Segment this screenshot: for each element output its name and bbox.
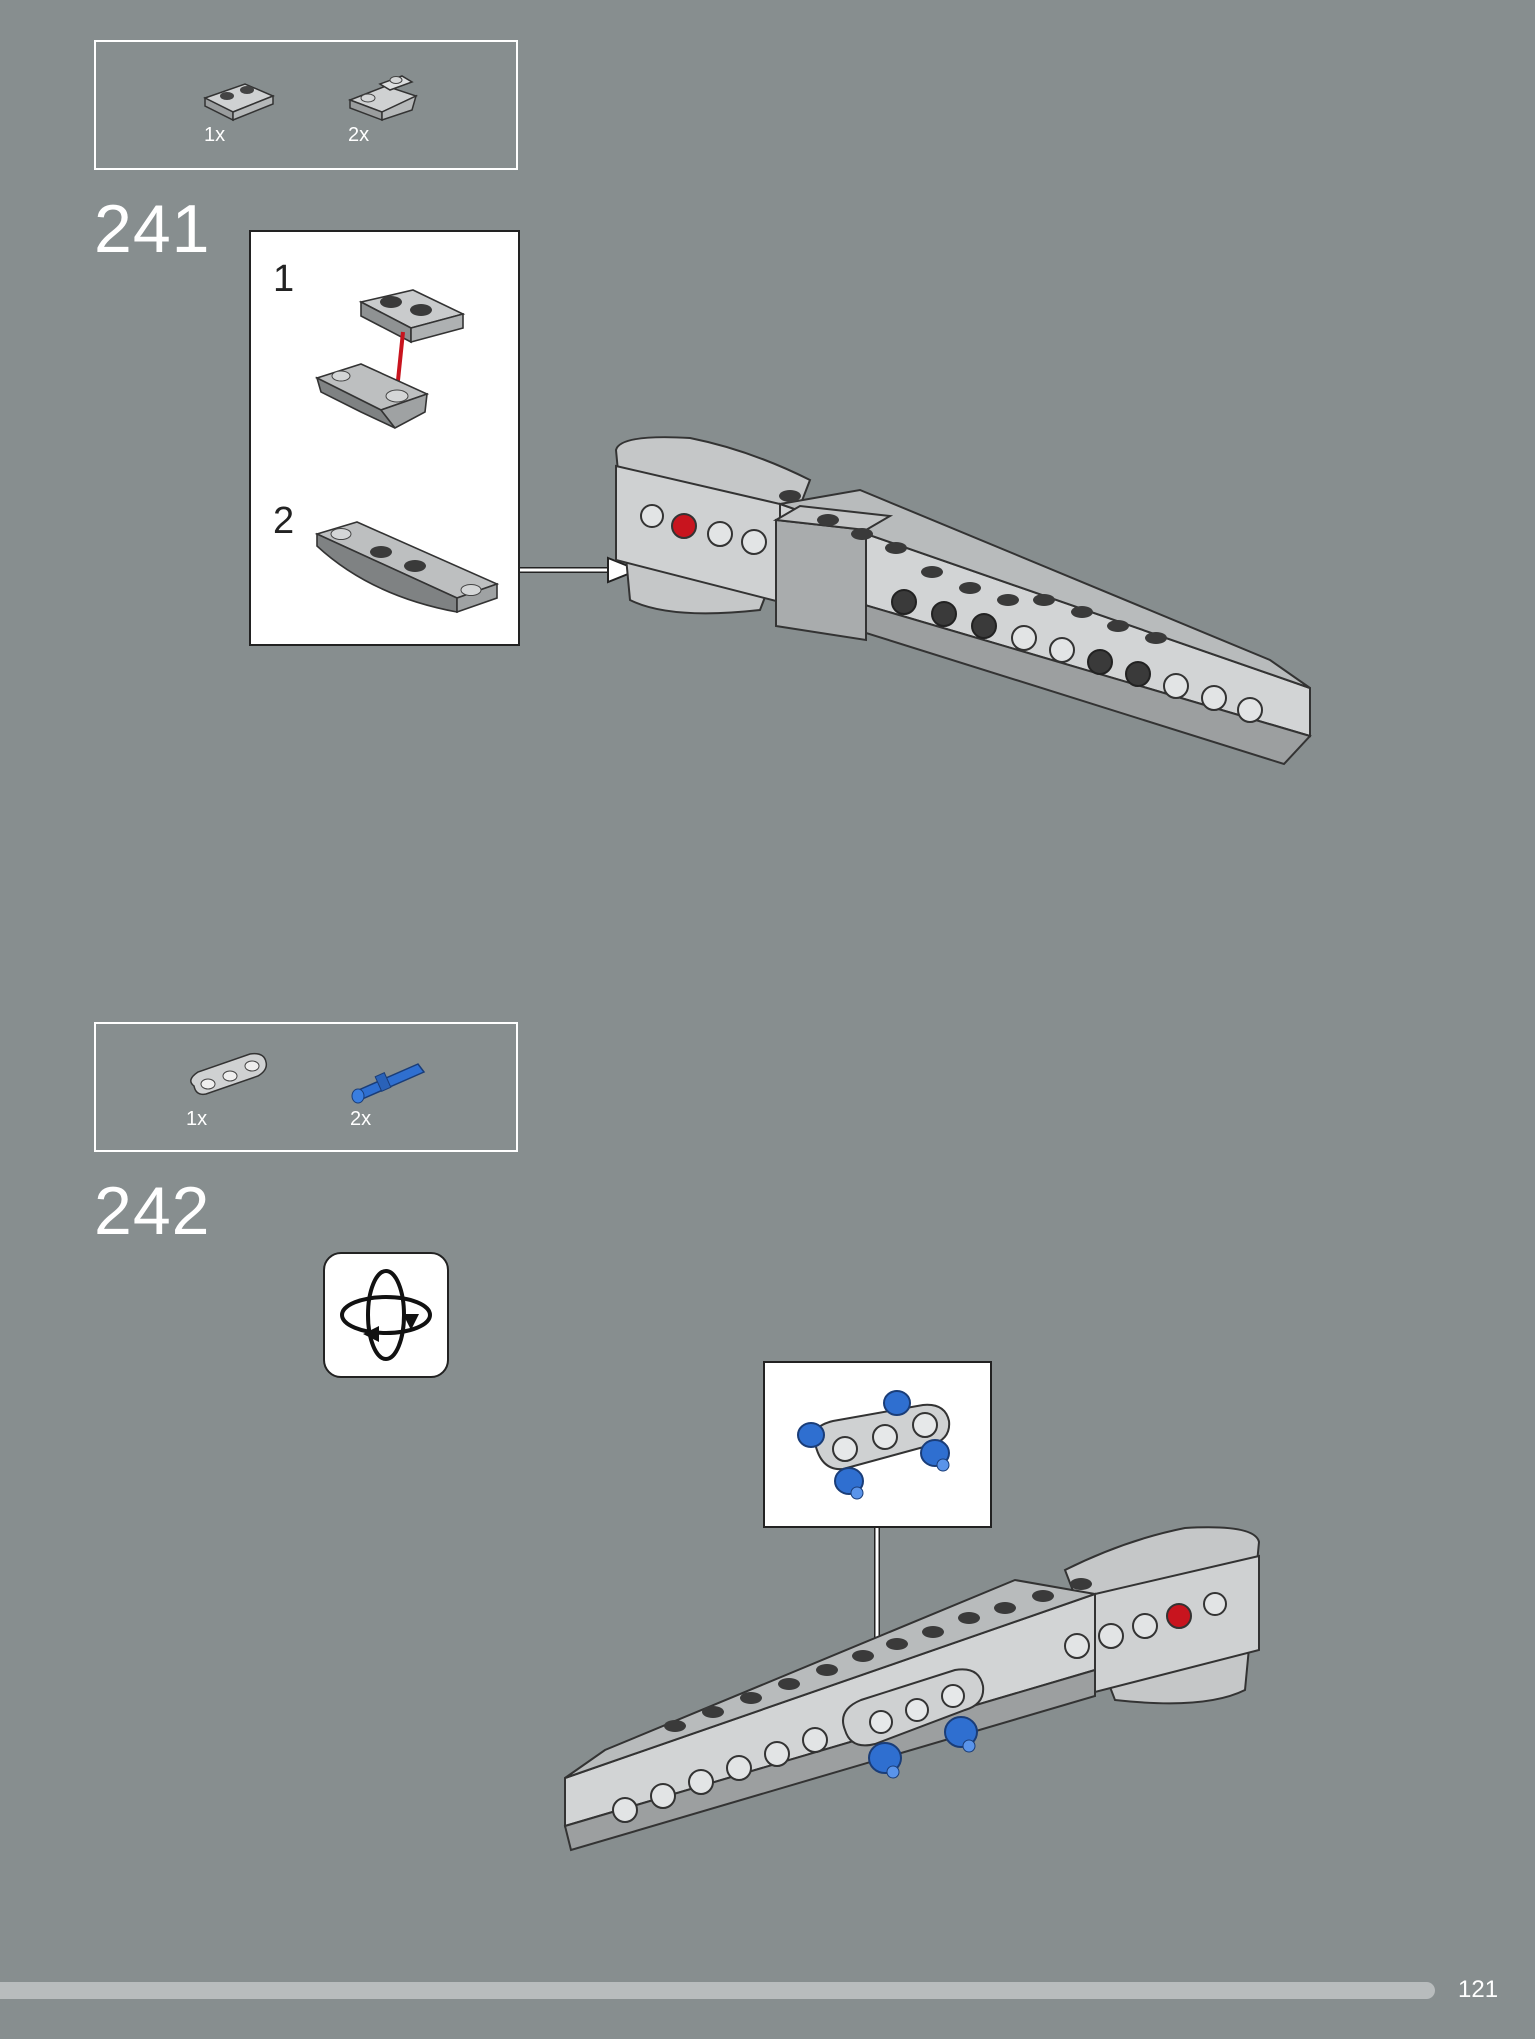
placement-arrow [520,556,641,584]
model-assembly-241 [614,436,1312,766]
page-number: 121 [1458,1976,1499,2003]
blue-axle-pin-part-icon [351,1063,426,1104]
page-progress-bar [0,1982,1435,1999]
model-assembly-242 [563,1526,1261,1852]
substep-number: 2 [273,500,295,542]
part-qty-label: 1x [204,124,226,146]
substep-2-illustration [314,521,500,614]
part-qty-label: 1x [186,1108,208,1130]
technic-beam-part-icon [190,1052,268,1096]
rotate-model-icon [323,1252,449,1378]
inverted-slope-part-icon [347,75,419,122]
subassembly-callout-242 [763,1361,992,1528]
part-qty-label: 2x [348,124,370,146]
substep-number: 1 [273,258,295,300]
step-number: 242 [94,1173,211,1249]
part-qty-label: 2x [350,1108,372,1130]
parts-list-box-242: 1x 2x [94,1022,518,1152]
plate-1x2-part-icon [203,83,275,122]
beam-with-pins-illustration [797,1390,951,1500]
parts-list-box-241: 1x 2x [94,40,518,170]
step-number: 241 [94,191,211,267]
rotate-arrows-icon [340,1269,432,1361]
substep-1-illustration [314,289,466,430]
subassembly-callout-241: 1 2 [249,230,520,646]
